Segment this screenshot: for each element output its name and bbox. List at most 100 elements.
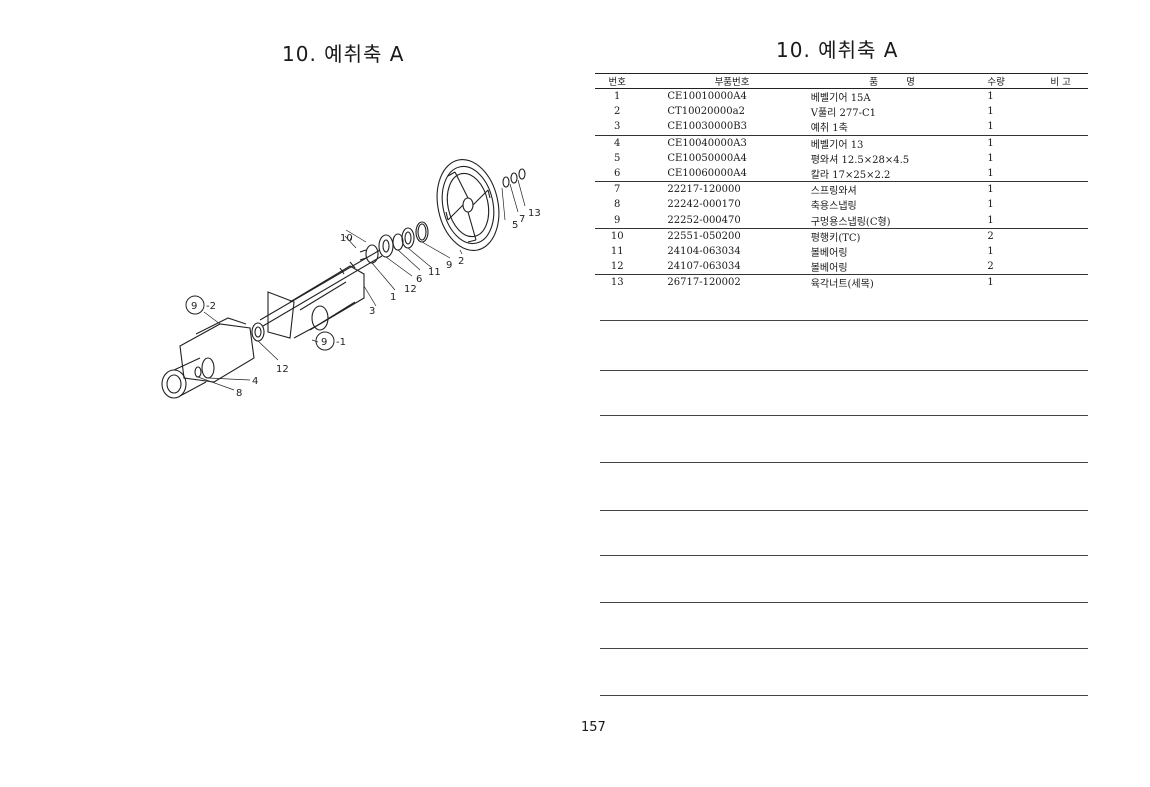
cell-note [1033,182,1088,198]
blank-ruled-line [600,510,1088,511]
callout-3: 3 [369,306,375,317]
cell-name: 육각너트(세목) [810,279,874,291]
cell-no: 11 [610,245,624,257]
cell-note [1033,89,1088,105]
callout-7: 7 [519,214,525,225]
header-note: 비 고 [1033,73,1088,89]
cell-name: 볼베어링 [796,259,974,276]
left-page: 10. 예취축 A [161,42,541,399]
cell-name: 볼베어링 [810,247,848,259]
callout-9-2-number: 9 [191,301,197,312]
cell-qty: 1 [987,137,994,149]
cell-qty: 1 [987,106,994,118]
cell-part-no: 22551-050200 [667,230,741,242]
cell-no: 5 [614,152,621,164]
cell-qty: 1 [987,152,994,164]
table-row: 1 CE10010000A4 베벨기어 15A 1 [595,89,1088,105]
callout-1: 1 [390,292,396,303]
cell-name: 스프링와셔 [810,186,857,198]
cell-no: 9 [595,212,640,229]
table-row: 8 22242-000170 축용스냅링 1 [595,197,1088,212]
table-header-row: 번호 부품번호 품 명 수량 비 고 [595,73,1088,89]
cell-part-no: CE10010000A4 [667,91,747,103]
cell-no: 13 [610,277,624,289]
callout-6: 6 [416,274,422,285]
callout-4: 4 [252,376,258,387]
cell-qty: 1 [973,212,1034,229]
header-name-a: 품 [869,77,879,88]
cell-no: 8 [614,199,621,211]
cell-no: 2 [614,106,621,118]
cell-name: 구멍용스냅링(C형) [796,212,974,229]
header-no: 번호 [595,73,640,89]
cell-part-no: CE10040000A3 [667,137,747,149]
cell-note [1033,275,1088,291]
cell-qty: 1 [973,165,1034,183]
cell-no: 6 [595,165,640,183]
cell-part-no: 22252-000470 [639,212,797,229]
cell-no: 12 [595,259,640,276]
cell-note [1033,197,1088,212]
cell-note [1033,151,1088,166]
diagram-title: 10. 예취축 A [282,42,405,66]
callout-9-1-suffix: -1 [336,337,346,348]
cell-name: 평행키(TC) [810,232,861,244]
cell-qty: 2 [973,259,1034,276]
cell-part-no: 24107-063034 [639,259,797,276]
cell-qty: 1 [987,245,994,257]
cell-no: 1 [614,91,621,103]
blank-ruled-line [600,648,1088,649]
callout-11: 11 [428,267,441,278]
cell-note [1033,135,1088,151]
callout-9-2-suffix: -2 [206,301,216,312]
parts-list-title: 10. 예취축 A [776,38,899,62]
callout-9-1-number: 9 [321,337,327,348]
callout-8: 8 [236,388,242,399]
cell-qty: 1 [987,91,994,103]
cell-note [1033,259,1088,276]
blank-ruled-line [600,320,1088,321]
table-row: 4 CE10040000A3 베벨기어 13 1 [595,135,1088,151]
cell-part-no: CE10060000A4 [639,165,797,183]
blank-ruled-line [600,695,1088,696]
cell-part-no: CT10020000a2 [667,106,745,118]
callout-9: 9 [446,260,452,271]
cell-name: V풀리 277-C1 [810,108,876,120]
cell-name: 칼라 17×25×2.2 [796,165,974,183]
cell-part-no: 24104-063034 [667,245,741,257]
cell-note [1033,119,1088,136]
cell-qty: 1 [973,119,1034,136]
table-row: 2 CT10020000a2 V풀리 277-C1 1 [595,104,1088,119]
cell-part-no: 22242-000170 [667,199,741,211]
header-name: 품 명 [796,73,974,89]
cell-part-no: CE10050000A4 [667,152,747,164]
cell-name: 평와셔 12.5×28×4.5 [810,154,910,166]
cell-name: 베벨기어 13 [810,139,864,151]
cell-name: 축용스냅링 [810,201,857,213]
table-row: 5 CE10050000A4 평와셔 12.5×28×4.5 1 [595,151,1088,166]
blank-ruled-line [600,602,1088,603]
cell-note [1033,244,1088,259]
cell-note [1033,212,1088,229]
v-pulley-drawing [436,159,500,251]
callout-5: 5 [512,220,518,231]
header-qty: 수량 [973,73,1034,89]
cell-qty: 2 [987,230,994,242]
cell-name: 베벨기어 15A [810,93,871,105]
callout-12-upper: 12 [404,284,417,295]
cell-no: 4 [614,137,621,149]
callout-13: 13 [528,208,541,219]
cell-name: 예취 1축 [796,119,974,136]
header-name-b: 명 [906,77,915,88]
cell-part-no: 26717-120002 [667,277,741,289]
cell-no: 7 [614,184,621,196]
cell-qty: 1 [987,199,994,211]
blank-ruled-line [600,555,1088,556]
table-row: 11 24104-063034 볼베어링 1 [595,244,1088,259]
